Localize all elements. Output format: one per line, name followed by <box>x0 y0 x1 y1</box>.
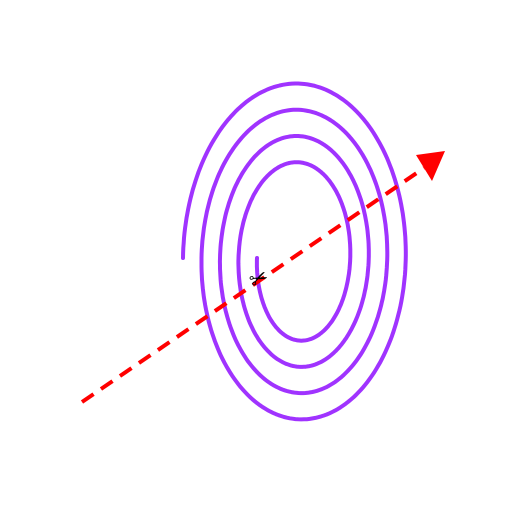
purple-spiral <box>181 81 408 422</box>
red-arrowhead <box>416 151 445 181</box>
cut-line-arrow <box>80 151 445 404</box>
red-dashed-cut-line <box>80 166 426 404</box>
